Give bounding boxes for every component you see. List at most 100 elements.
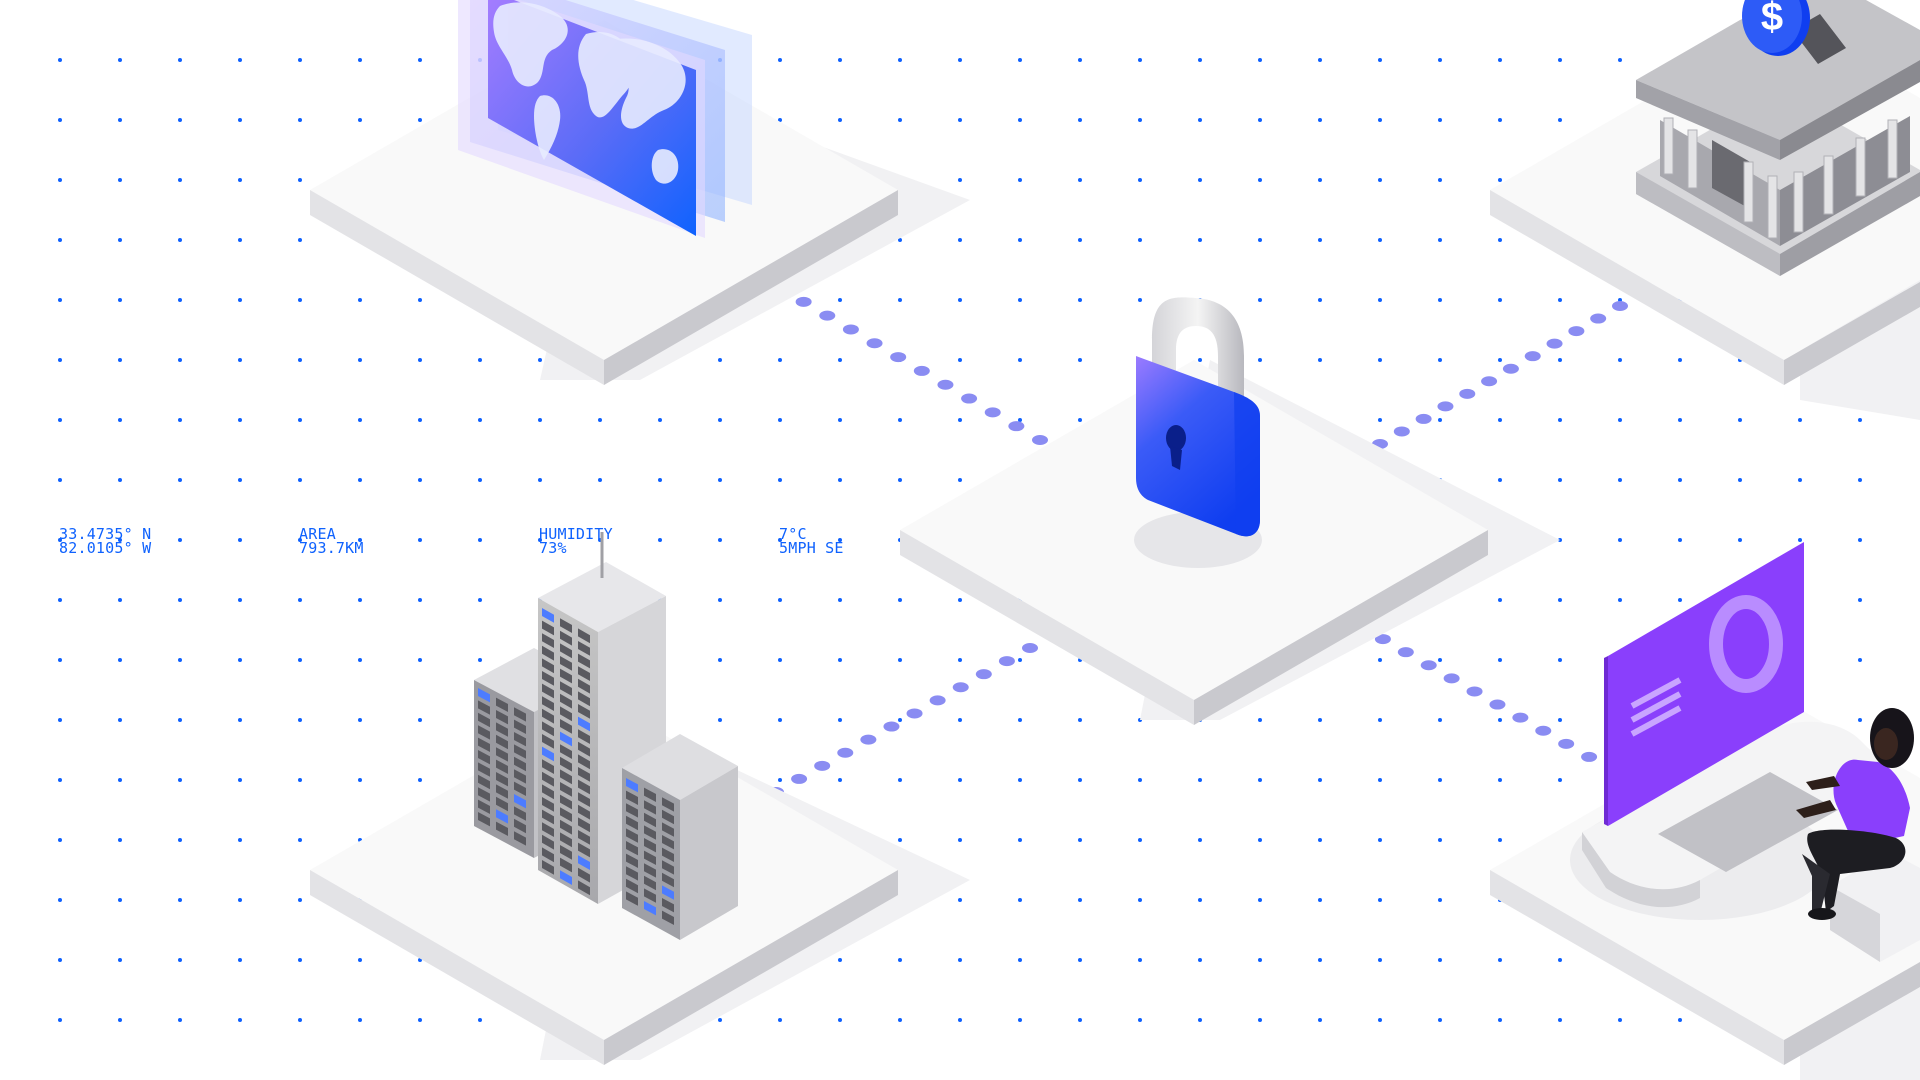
grid-dot bbox=[418, 658, 422, 662]
platform-right-face bbox=[1784, 282, 1920, 385]
connector-dot bbox=[866, 338, 883, 349]
dollar-coin-icon: $ bbox=[1742, 0, 1810, 56]
window bbox=[626, 841, 638, 856]
grid-dot bbox=[838, 418, 842, 422]
grid-dot bbox=[1558, 58, 1562, 62]
grid-dot bbox=[58, 298, 62, 302]
grid-dot bbox=[58, 658, 62, 662]
grid-dot bbox=[58, 358, 62, 362]
connector-dot bbox=[975, 669, 992, 680]
grid-dot bbox=[1378, 358, 1382, 362]
grid-dot bbox=[1318, 178, 1322, 182]
connector-dot bbox=[1397, 647, 1414, 658]
grid-dot bbox=[238, 598, 242, 602]
grid-dot bbox=[238, 658, 242, 662]
grid-dot bbox=[1438, 418, 1442, 422]
grid-dot bbox=[1078, 718, 1082, 722]
grid-dot bbox=[178, 178, 182, 182]
grid-dot bbox=[838, 538, 842, 542]
platform-right-face bbox=[1194, 530, 1488, 725]
grid-dot bbox=[958, 478, 962, 482]
grid-dot bbox=[418, 718, 422, 722]
grid-dot bbox=[1858, 538, 1862, 542]
office-buildings-icon bbox=[474, 532, 738, 940]
grid-dot bbox=[1078, 958, 1082, 962]
grid-dot bbox=[1318, 778, 1322, 782]
window bbox=[626, 803, 638, 818]
window bbox=[626, 853, 638, 868]
connector-dot bbox=[998, 656, 1015, 667]
grid-dot bbox=[1858, 478, 1862, 482]
grid-dot bbox=[1618, 1018, 1622, 1022]
window bbox=[496, 821, 508, 836]
grid-dot bbox=[1438, 1018, 1442, 1022]
window bbox=[578, 666, 590, 681]
window bbox=[542, 645, 554, 661]
grid-dot bbox=[1378, 718, 1382, 722]
grid-dot bbox=[1378, 958, 1382, 962]
window bbox=[496, 784, 508, 799]
grid-dot bbox=[1498, 838, 1502, 842]
grid-dot bbox=[238, 778, 242, 782]
window bbox=[542, 797, 554, 812]
grid-dot bbox=[118, 1018, 122, 1022]
grid-dot bbox=[838, 1018, 842, 1022]
temperature-value: 7°C bbox=[779, 525, 807, 543]
connector-dot bbox=[913, 365, 930, 376]
window bbox=[542, 608, 554, 623]
grid-dot bbox=[1198, 958, 1202, 962]
connector-dot bbox=[819, 310, 836, 321]
grid-dot bbox=[418, 358, 422, 362]
platform-left-face bbox=[1490, 870, 1784, 1065]
grid-dot bbox=[1618, 58, 1622, 62]
grid-dot bbox=[778, 418, 782, 422]
grid-dot bbox=[1378, 658, 1382, 662]
grid-dot bbox=[1618, 358, 1622, 362]
grid-dot bbox=[1018, 898, 1022, 902]
connector-dot bbox=[883, 721, 900, 732]
grid-dot bbox=[118, 298, 122, 302]
grid-dot bbox=[1498, 118, 1502, 122]
grid-dot bbox=[1258, 898, 1262, 902]
window bbox=[542, 620, 554, 636]
window bbox=[496, 734, 508, 750]
coordinates-readout: 33.4735° N 82.0105° W bbox=[59, 527, 151, 556]
grid-dot bbox=[718, 658, 722, 662]
platform-right-face bbox=[604, 190, 898, 385]
grid-dot bbox=[1198, 778, 1202, 782]
building-windows bbox=[478, 608, 674, 925]
grid-dot bbox=[358, 958, 362, 962]
grid-dot bbox=[1438, 298, 1442, 302]
window bbox=[644, 888, 656, 903]
grid-dot bbox=[1798, 418, 1802, 422]
grid-dot bbox=[358, 478, 362, 482]
grid-dot bbox=[1138, 958, 1142, 962]
window bbox=[644, 800, 656, 815]
window bbox=[478, 762, 490, 777]
grid-dot bbox=[1198, 178, 1202, 182]
grid-dot bbox=[178, 958, 182, 962]
grid-dot bbox=[178, 118, 182, 122]
window bbox=[644, 812, 656, 828]
grid-dot bbox=[1378, 778, 1382, 782]
connector-dot bbox=[842, 324, 859, 335]
grid-dot bbox=[1618, 418, 1622, 422]
connector-dot bbox=[1512, 712, 1529, 723]
grid-dot bbox=[958, 718, 962, 722]
connector-dot bbox=[1022, 643, 1038, 653]
grid-dot bbox=[958, 1018, 962, 1022]
grid-dot bbox=[778, 118, 782, 122]
window bbox=[542, 658, 554, 674]
grid-dot bbox=[1078, 118, 1082, 122]
grid-dot bbox=[1678, 358, 1682, 362]
monitor-screen bbox=[1608, 542, 1804, 826]
connector-dot bbox=[1393, 426, 1410, 437]
grid-dot bbox=[58, 598, 62, 602]
grid-dot bbox=[238, 718, 242, 722]
grid-dot bbox=[1618, 478, 1622, 482]
grid-dot bbox=[1138, 178, 1142, 182]
window bbox=[542, 771, 554, 787]
grid-dot bbox=[898, 958, 902, 962]
grid-dot bbox=[118, 598, 122, 602]
grid-dot bbox=[1378, 178, 1382, 182]
